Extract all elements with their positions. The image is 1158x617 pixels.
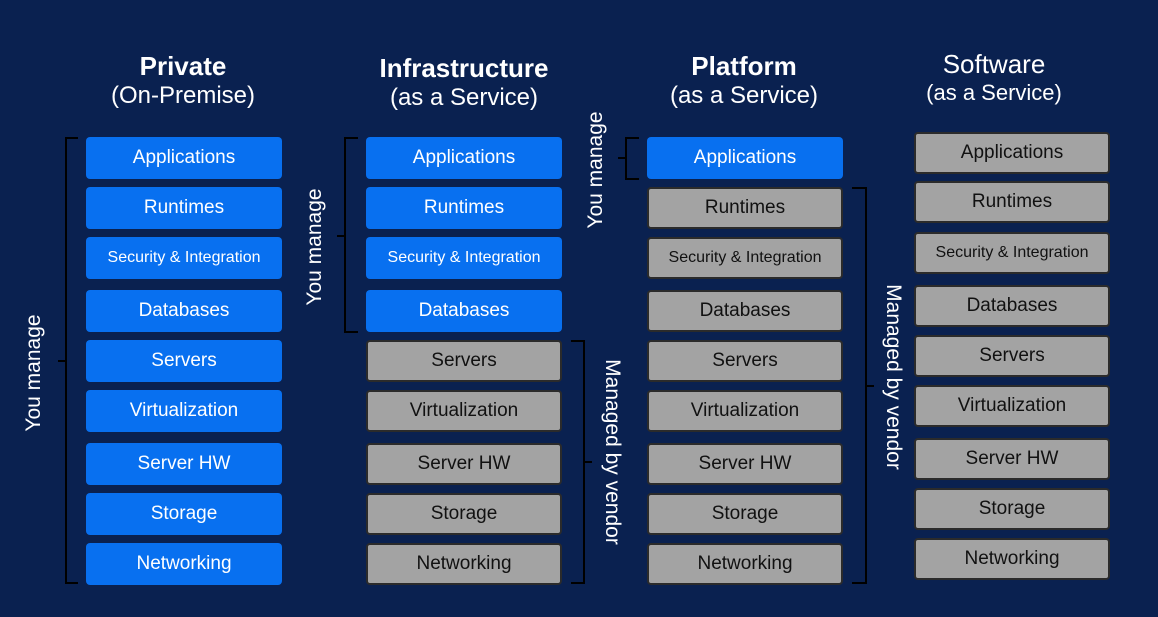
layer-box: Virtualization	[86, 390, 282, 432]
layer-box: Storage	[647, 493, 843, 535]
layer-box: Server HW	[366, 443, 562, 485]
layer-box: Runtimes	[914, 181, 1110, 223]
layer-box: Servers	[914, 335, 1110, 377]
layer-box: Applications	[366, 137, 562, 179]
layer-box: Storage	[914, 488, 1110, 530]
layer-box: Storage	[366, 493, 562, 535]
layer-box: Server HW	[86, 443, 282, 485]
layer-box: Networking	[366, 543, 562, 585]
layer-box: Virtualization	[914, 385, 1110, 427]
bracket-paas-vendor	[852, 187, 874, 584]
layer-box: Runtimes	[647, 187, 843, 229]
managed-by-vendor-label: Managed by vendor	[882, 284, 905, 470]
layer-box: Applications	[647, 137, 843, 179]
layer-box: Virtualization	[647, 390, 843, 432]
column-title: Software	[942, 49, 1046, 79]
column-title-saas: Software (as a Service)	[864, 49, 1124, 105]
layer-box: Networking	[647, 543, 843, 585]
layer-box: Security & Integration	[647, 237, 843, 279]
layer-box: Security & Integration	[366, 237, 562, 279]
layer-box: Servers	[86, 340, 282, 382]
layer-box: Runtimes	[86, 187, 282, 229]
bracket-iaas-you-manage	[337, 137, 358, 333]
layer-box: Applications	[914, 132, 1110, 174]
layer-box: Applications	[86, 137, 282, 179]
layer-box: Servers	[647, 340, 843, 382]
layer-box: Server HW	[914, 438, 1110, 480]
bracket-iaas-vendor	[571, 340, 592, 584]
layer-box: Networking	[914, 538, 1110, 580]
bracket-private-you-manage	[58, 137, 78, 584]
layer-box: Databases	[366, 290, 562, 332]
column-title-paas: Platform (as a Service)	[614, 51, 874, 109]
you-manage-label: You manage	[584, 111, 607, 229]
layer-box: Runtimes	[366, 187, 562, 229]
layer-box: Storage	[86, 493, 282, 535]
column-subtitle: (On-Premise)	[110, 81, 255, 109]
you-manage-label: You manage	[303, 188, 326, 306]
column-title-iaas: Infrastructure (as a Service)	[334, 53, 594, 111]
bracket-paas-you-manage	[618, 137, 639, 180]
layer-box: Networking	[86, 543, 282, 585]
you-manage-label: You manage	[22, 314, 45, 432]
layer-box: Security & Integration	[86, 237, 282, 279]
layer-box: Databases	[86, 290, 282, 332]
column-title: Private	[139, 51, 227, 81]
layer-box: Server HW	[647, 443, 843, 485]
layer-box: Databases	[647, 290, 843, 332]
layer-box: Security & Integration	[914, 232, 1110, 274]
layer-box: Databases	[914, 285, 1110, 327]
layer-box: Servers	[366, 340, 562, 382]
column-title-private: Private (On-Premise)	[53, 51, 313, 109]
managed-by-vendor-label: Managed by vendor	[601, 359, 624, 545]
column-subtitle: (as a Service)	[389, 83, 539, 111]
column-subtitle: (as a Service)	[669, 81, 819, 109]
column-title: Platform	[691, 51, 797, 81]
layer-box: Virtualization	[366, 390, 562, 432]
column-title: Infrastructure	[379, 53, 549, 83]
column-subtitle: (as a Service)	[926, 79, 1062, 105]
